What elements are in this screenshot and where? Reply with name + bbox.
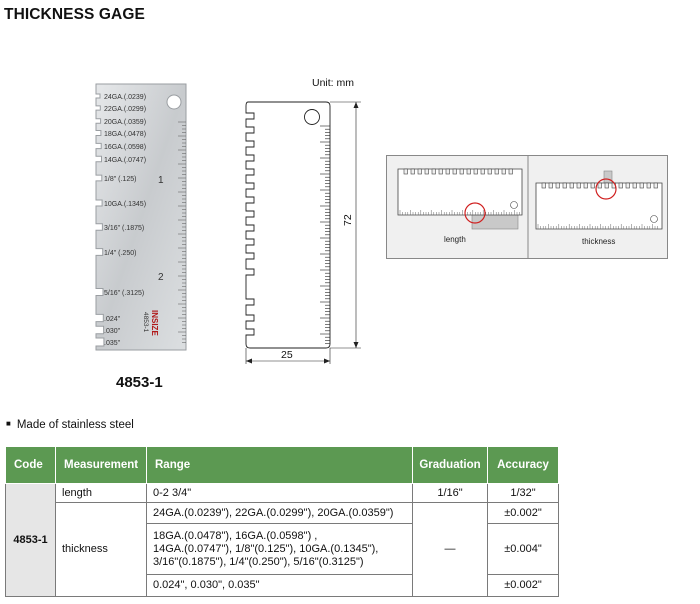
bullet-icon: ■ [6, 419, 11, 428]
header-code: Code [5, 446, 56, 484]
header-range: Range [146, 446, 413, 484]
gauge-label: 10GA.(.1345) [104, 201, 146, 208]
height-dimension: 72 [342, 214, 354, 226]
gauge-label: 1/8" (.125) [104, 176, 136, 183]
thickness-illustration: thickness [535, 170, 663, 246]
graduation-cell: 1/16" [412, 483, 488, 503]
gauge-outline [245, 101, 331, 349]
highlight-circle [595, 178, 617, 200]
gauge-label: 18GA.(.0478) [104, 131, 146, 138]
highlight-circle [464, 202, 486, 224]
page-title: THICKNESS GAGE [4, 6, 145, 23]
scale-mark-1: 1 [158, 175, 164, 186]
usage-illustration: length thickness [386, 155, 668, 259]
table-row: 18GA.(0.0478"), 16GA.(0.0598") , 14GA.(0… [6, 523, 559, 575]
range-line: 3/16"(0.1875"), 1/4"(0.250"), 5/16"(0.31… [153, 555, 364, 568]
dimension-drawing: Unit: mm 72 25 [245, 77, 361, 364]
accuracy-cell: ±0.004" [487, 523, 559, 575]
spec-table: Code Measurement Range Graduation Accura… [5, 446, 559, 597]
range-line: 14GA.(0.0747"), 1/8"(0.125"), 10GA.(0.13… [153, 542, 379, 555]
table-row: 4853-1 length 0-2 3/4" 1/16" 1/32" [5, 483, 559, 597]
feature-item: Made of stainless steel [16, 419, 134, 431]
range-cell: 0-2 3/4" [146, 483, 413, 503]
gauge-label: 22GA.(.0299) [104, 106, 146, 113]
gauge-label: .035" [104, 340, 121, 347]
gauge-label: 1/4" (.250) [104, 250, 136, 257]
gauge-label: 20GA.(.0359) [104, 119, 146, 126]
scale-ticks [320, 125, 330, 344]
range-cell: 24GA.(0.0239"), 22GA.(0.0299"), 20GA.(0.… [146, 502, 413, 524]
table-row: thickness 24GA.(0.0239"), 22GA.(0.0299")… [6, 502, 559, 597]
gauge-label: 16GA.(.0598) [104, 144, 146, 151]
measurement-cell: length [55, 483, 147, 503]
model-caption: 4853-1 [116, 374, 163, 391]
code-cell: 4853-1 [5, 483, 56, 597]
unit-label: Unit: mm [312, 77, 354, 89]
gauge-label: .024" [104, 316, 121, 323]
accuracy-cell: ±0.002" [487, 502, 559, 524]
graduation-cell: — [412, 502, 488, 597]
table-header-row: Code Measurement Range Graduation Accura… [5, 446, 559, 484]
model-stamp: 4853-1 [142, 312, 149, 333]
thickness-label: thickness [582, 237, 615, 246]
range-line: 18GA.(0.0478"), 16GA.(0.0598") , [153, 529, 318, 542]
header-accuracy: Accuracy [487, 446, 559, 484]
accuracy-cell: ±0.002" [487, 574, 559, 597]
gauge-plate [95, 83, 187, 351]
gauge-label: 5/16" (.3125) [104, 290, 144, 297]
range-cell: 18GA.(0.0478"), 16GA.(0.0598") , 14GA.(0… [146, 523, 413, 575]
accuracy-cell: 1/32" [487, 483, 559, 503]
length-label: length [444, 235, 466, 244]
gauge-label: 14GA.(.0747) [104, 157, 146, 164]
gauge-label: .030" [104, 328, 121, 335]
hole-outline [304, 109, 320, 125]
feature-list: ■ Made of stainless steel [6, 419, 134, 431]
header-measurement: Measurement [55, 446, 147, 484]
table-row: 0.024", 0.030", 0.035" ±0.002" [6, 574, 559, 597]
width-dimension: 25 [281, 349, 293, 361]
brand-logo: INSIZE [150, 310, 159, 336]
hanging-hole [166, 94, 182, 110]
ruler-scale-ticks [178, 121, 186, 343]
header-graduation: Graduation [412, 446, 488, 484]
range-cell: 0.024", 0.030", 0.035" [146, 574, 413, 597]
length-illustration: length [397, 168, 523, 244]
gauge-photo: 24GA.(.0239) 22GA.(.0299) 20GA.(.0359) 18GA… [95, 83, 187, 351]
scale-mark-2: 2 [158, 272, 164, 283]
measurement-cell: thickness [55, 502, 147, 597]
gauge-label: 3/16" (.1875) [104, 225, 144, 232]
gauge-label: 24GA.(.0239) [104, 94, 146, 101]
